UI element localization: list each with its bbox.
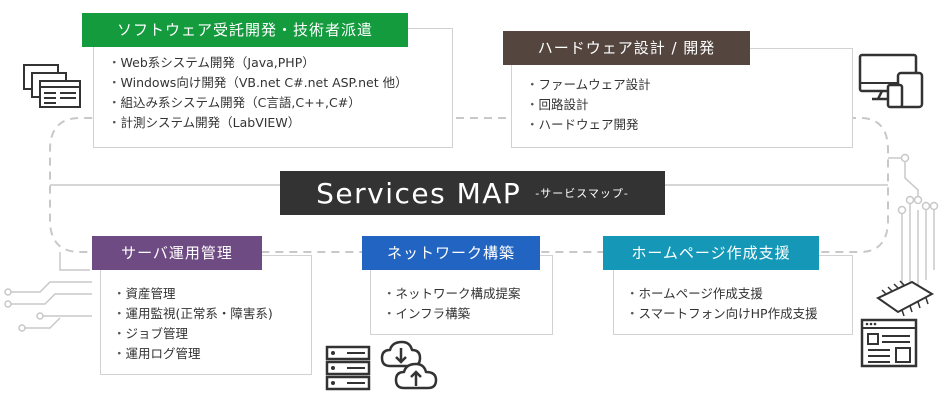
software-services-box: Web系システム開発（Java,PHP） Windows向け開発（VB.net …	[93, 28, 453, 148]
software-items-list: Web系システム開発（Java,PHP） Windows向け開発（VB.net …	[108, 53, 452, 133]
server-services-box: 資産管理 運用監視(正常系・障害系) ジョブ管理 運用ログ管理	[100, 255, 312, 375]
list-item: ホームページ作成支援	[626, 284, 852, 304]
windows-stack-icon	[23, 64, 81, 108]
cloud-sync-icon	[380, 340, 438, 390]
software-services-title: ソフトウェア受託開発・技術者派遣	[82, 13, 408, 47]
devices-icon	[858, 53, 924, 109]
list-item: ハードウェア開発	[526, 115, 852, 135]
dashed-ring	[49, 117, 889, 253]
chip-icon	[876, 280, 935, 317]
list-item: スマートフォン向けHP作成支援	[626, 304, 852, 324]
web-services-title: ホームページ作成支援	[603, 236, 819, 270]
circuit-nodes-right	[897, 153, 939, 215]
list-item: 組込み系システム開発（C言語,C++,C#）	[108, 93, 452, 113]
list-item: ネットワーク構成提案	[383, 284, 552, 304]
network-services-title: ネットワーク構築	[362, 236, 540, 270]
list-item: ファームウェア設計	[526, 75, 852, 95]
server-items-list: 資産管理 運用監視(正常系・障害系) ジョブ管理 運用ログ管理	[113, 284, 311, 364]
hardware-items-list: ファームウェア設計 回路設計 ハードウェア開発	[526, 75, 852, 135]
list-item: 回路設計	[526, 95, 852, 115]
server-stack-icon	[325, 345, 371, 391]
web-items-list: ホームページ作成支援 スマートフォン向けHP作成支援	[626, 284, 852, 324]
circuit-nodes-left	[4, 288, 44, 332]
list-item: 運用ログ管理	[113, 344, 311, 364]
list-item: Web系システム開発（Java,PHP）	[108, 53, 452, 73]
center-subtitle: -サービスマップ-	[535, 187, 629, 200]
circuit-lines-right	[888, 157, 935, 292]
center-title: Services MAP	[316, 176, 522, 210]
list-item: インフラ構築	[383, 304, 552, 324]
list-item: 資産管理	[113, 284, 311, 304]
hardware-services-title: ハードウェア設計 / 開発	[503, 31, 750, 65]
list-item: 計測システム開発（LabVIEW）	[108, 113, 452, 133]
list-item: ジョブ管理	[113, 324, 311, 344]
server-services-title: サーバ運用管理	[92, 236, 262, 270]
circuit-lines-left	[8, 252, 92, 329]
list-item: 運用監視(正常系・障害系)	[113, 304, 311, 324]
list-item: Windows向け開発（VB.net C#.net ASP.net 他）	[108, 73, 452, 93]
services-map-title: Services MAP -サービスマップ-	[280, 171, 665, 215]
webpage-layout-icon	[860, 318, 918, 368]
network-items-list: ネットワーク構成提案 インフラ構築	[383, 284, 552, 324]
